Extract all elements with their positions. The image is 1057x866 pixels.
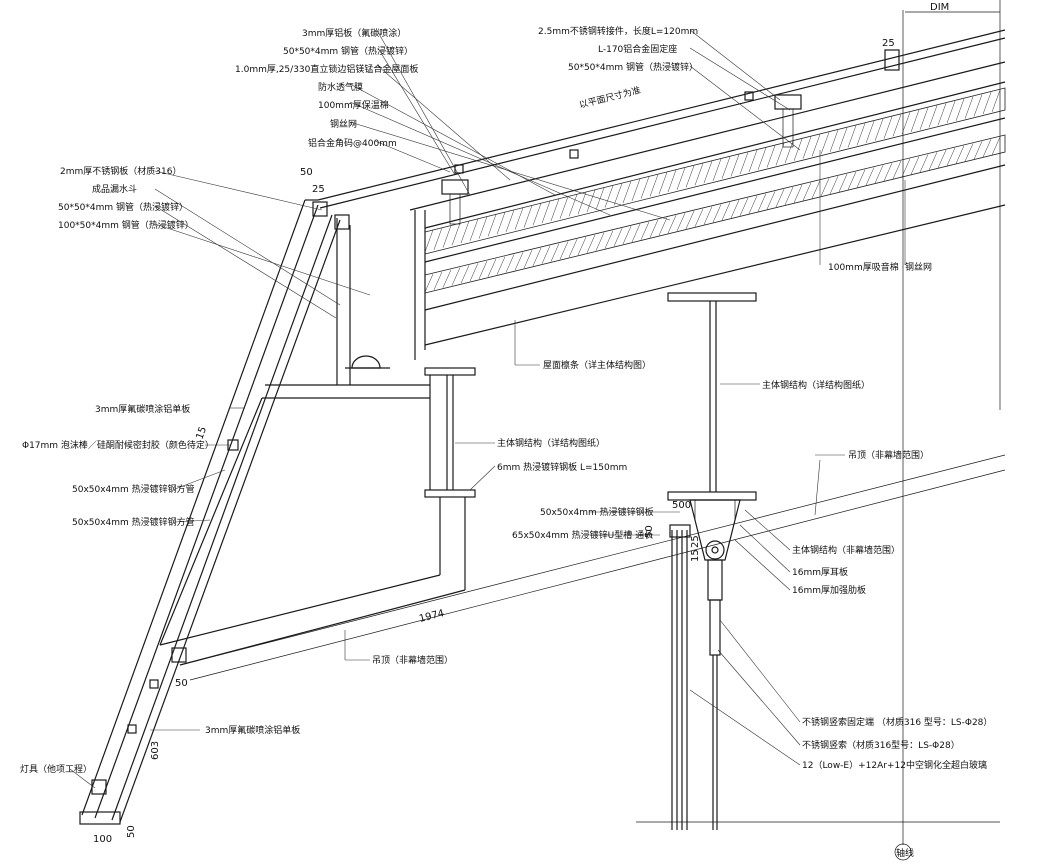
label-main-steel-3: 主体钢结构（非幕墙范围） (792, 544, 900, 556)
label-square-tube-2: 50x50x4mm 热浸镀锌钢方管 (72, 516, 195, 528)
annotation-labels: 3mm厚铝板（氟碳喷涂） 50*50*4mm 钢管（热浸镀锌） 1.0mm厚,2… (20, 25, 992, 775)
label-adapter: 2.5mm不锈钢转接件，长度L=120mm (538, 25, 698, 37)
label-membrane: 防水透气膜 (318, 81, 363, 93)
dim-500: 500 (672, 500, 691, 511)
dim-25-left: 25 (312, 184, 325, 195)
label-plan-dim-roof: 以平面尺寸为准 (578, 84, 642, 111)
label-steel-plate-50: 50x50x4mm 热浸镀锌钢板 (540, 506, 654, 518)
label-tube-100: 100*50*4mm 钢管（热浸镀锌） (58, 219, 194, 231)
label-steel-plate-6: 6mm 热浸镀锌钢板 L=150mm (497, 461, 627, 473)
label-acoustic: 100mm厚吸音棉 (828, 261, 899, 273)
steel-column (636, 292, 1000, 830)
axis-line: 轴线 DIM (894, 0, 1001, 861)
dim-50-bottom: 50 (175, 678, 188, 689)
dim-1974: 1974 (418, 608, 445, 625)
label-u-channel: 65x50x4mm 热浸镀锌U型槽 通长 (512, 529, 653, 541)
label-square-tube-1: 50x50x4mm 热浸镀锌钢方管 (72, 483, 195, 495)
insulation-hatch (424, 89, 1001, 253)
gutter-frame (159, 218, 1006, 681)
label-stainless-plate: 2mm厚不锈钢板（材质316） (60, 165, 181, 177)
roof-assembly (317, 29, 1006, 360)
label-roof-panel: 1.0mm厚,25/330直立锁边铝镁锰合金屋面板 (235, 63, 418, 75)
label-purlin: 屋面檩条（详主体结构图） (543, 359, 651, 371)
leader-lines (69, 29, 906, 789)
label-glass: 12（Low-E）+12Ar+12中空钢化全超白玻璃 (802, 759, 987, 771)
dim-603: 603 (150, 741, 161, 760)
label-tube-50: 50*50*4mm 钢管（热浸镀锌） (58, 201, 188, 213)
label-lamp: 灯具（他项工程） (20, 763, 92, 775)
label-alu-single-1: 3mm厚氟碳喷涂铝单板 (95, 403, 190, 415)
label-wire-mesh-2: 钢丝网 (905, 261, 932, 273)
label-steel-tube-2: 50*50*4mm 钢管（热浸镀锌） (568, 61, 698, 73)
label-ear-plate: 16mm厚耳板 (792, 566, 848, 578)
label-angle-bracket: 铝合金角码@400mm (308, 137, 397, 149)
dim-100: 100 (93, 834, 112, 845)
dim-50-corner: 50 (126, 825, 137, 838)
label-main-steel-2: 主体钢结构（详结构图纸） (762, 379, 870, 391)
dim-50-right: 50 (644, 525, 655, 538)
label-cable-end: 不锈钢竖索固定端 （材质316 型号：LS-Φ28） (802, 716, 992, 728)
label-ceiling-right: 吊顶（非幕墙范围） (848, 449, 929, 461)
roof-brackets (441, 49, 900, 225)
label-drain: 成品漏水斗 (92, 183, 137, 195)
dim-15: 15 (194, 425, 209, 441)
label-aluminum-plate: 3mm厚铝板（氟碳喷涂） (302, 27, 406, 39)
label-sealant: Φ17mm 泡沫棒／硅酮耐候密封胶（颜色待定） (22, 439, 214, 451)
dimension-labels: 25 50 25 15 1974 50 603 100 50 500 50 25… (93, 38, 895, 845)
inclined-facade (79, 199, 350, 825)
label-wire-mesh: 钢丝网 (330, 118, 357, 130)
acoustic-hatch (424, 136, 1001, 293)
dim-label: DIM (930, 2, 949, 13)
label-cable: 不锈钢竖索（材质316型号：LS-Φ28） (802, 739, 960, 751)
label-main-steel-1: 主体钢结构（详结构图纸） (497, 437, 605, 449)
dim-15-right: 15 (690, 549, 701, 562)
label-fixing-seat: L-170铝合金固定座 (598, 43, 677, 55)
label-steel-tube: 50*50*4mm 钢管（热浸镀锌） (283, 45, 413, 57)
label-rib-plate: 16mm厚加强肋板 (792, 584, 866, 596)
dim-50-left: 50 (300, 167, 313, 178)
dim-25-right: 25 (690, 535, 701, 548)
axis-label: 轴线 (896, 847, 914, 859)
label-alu-single-2: 3mm厚氟碳喷涂铝单板 (205, 724, 300, 736)
dim-25-top: 25 (882, 38, 895, 49)
label-ceiling-left: 吊顶（非幕墙范围） (372, 654, 453, 666)
label-insulation: 100mm厚保温棉 (318, 99, 389, 111)
